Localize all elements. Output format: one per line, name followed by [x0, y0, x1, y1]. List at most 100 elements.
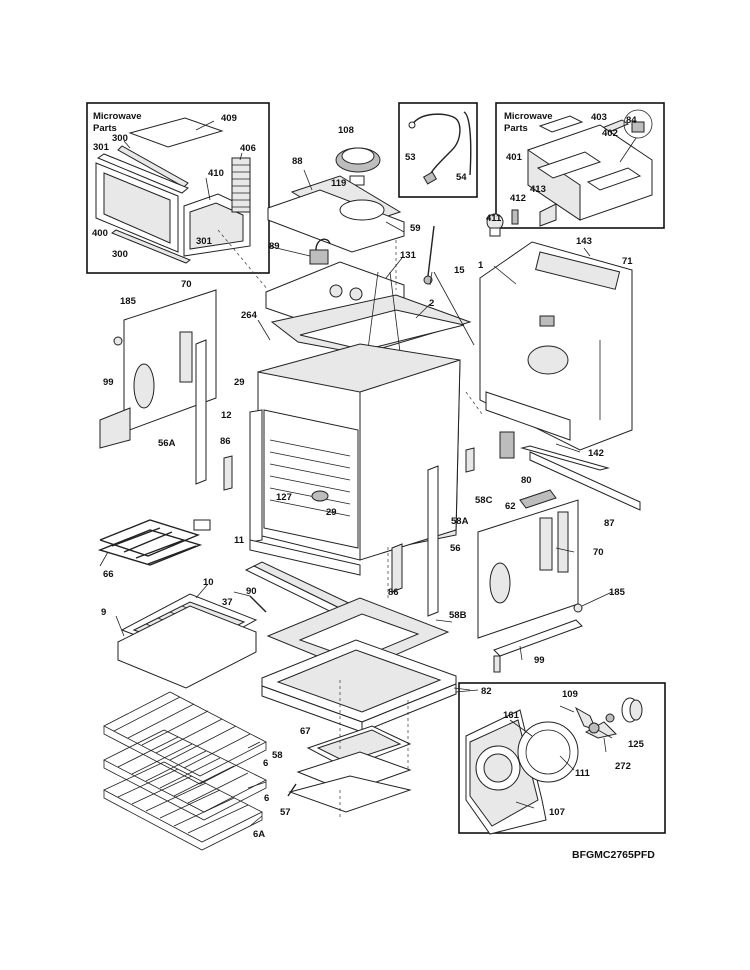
part-label-161: 161 [503, 710, 520, 721]
part-label-108: 108 [338, 125, 354, 136]
part-label-12: 12 [221, 410, 232, 421]
part-label-15: 15 [454, 265, 465, 276]
part-label-89: 89 [269, 241, 280, 252]
part-label-99-right: 99 [534, 655, 545, 666]
part-label-125: 125 [628, 739, 645, 750]
part-label-67: 67 [300, 726, 311, 737]
part-label-70-left: 70 [181, 279, 192, 290]
door-frame-strips [223, 455, 403, 593]
bottom-tray-parts [287, 725, 412, 813]
part-label-29-top: 29 [234, 377, 245, 388]
microwave-parts-caption-right-1: Microwave [504, 111, 553, 122]
part-label-10: 10 [203, 577, 214, 588]
microwave-parts-inset-left [86, 102, 270, 274]
part-label-185-left: 185 [120, 296, 137, 307]
broil-element [97, 519, 211, 566]
part-label-86-upper: 86 [220, 436, 231, 447]
oven-top-panel [265, 261, 472, 381]
part-label-272: 272 [615, 761, 631, 772]
part-label-53: 53 [405, 152, 416, 163]
part-label-403: 403 [591, 112, 607, 123]
convection-fan-parts [465, 697, 643, 835]
part-label-111: 111 [575, 768, 591, 779]
oven-rack-upper [103, 691, 267, 785]
microwave-parts-caption-left-1: Microwave [93, 111, 142, 122]
part-label-119: 119 [331, 178, 346, 189]
part-label-142: 142 [588, 448, 604, 459]
part-label-264: 264 [241, 310, 258, 321]
microwave-cabinet-parts [486, 109, 653, 237]
part-label-300-bottom: 300 [112, 249, 128, 260]
part-label-411: 411 [486, 213, 502, 224]
part-label-401: 401 [506, 152, 523, 163]
part-label-62: 62 [505, 501, 516, 512]
part-label-6A: 6A [253, 829, 265, 840]
leader-lines [99, 169, 613, 827]
part-label-300-top: 300 [112, 133, 128, 144]
part-label-86-lower: 86 [388, 587, 399, 598]
part-label-66: 66 [103, 569, 114, 580]
part-label-143: 143 [576, 236, 592, 247]
part-label-410: 410 [208, 168, 224, 179]
part-label-301-right: 301 [196, 236, 213, 247]
oven-rack-middle [103, 729, 267, 821]
part-label-59: 59 [410, 223, 421, 234]
right-brackets [427, 431, 641, 617]
part-label-29-bottom: 29 [326, 507, 337, 518]
part-label-107: 107 [549, 807, 565, 818]
part-label-88: 88 [292, 156, 303, 167]
oven-racks [103, 691, 267, 851]
part-label-131: 131 [400, 250, 417, 261]
right-side-panel [477, 499, 583, 673]
bottom-panel [261, 597, 479, 733]
part-label-185-right: 185 [609, 587, 626, 598]
part-label-54: 54 [456, 172, 467, 183]
sensor-probe-part [408, 111, 472, 185]
part-label-80: 80 [521, 475, 532, 486]
part-label-58C: 58C [475, 495, 493, 506]
part-label-413: 413 [530, 184, 546, 195]
microwave-grille-406 [231, 157, 251, 213]
part-label-6-middle: 6 [264, 793, 269, 804]
part-label-109: 109 [562, 689, 578, 700]
part-label-402: 402 [602, 128, 618, 139]
broiler-pan [117, 593, 267, 689]
microwave-parts-caption-right-2: Parts [504, 123, 528, 134]
part-label-90: 90 [246, 586, 257, 597]
back-panel [479, 241, 633, 451]
part-label-301-left: 301 [93, 142, 110, 153]
top-duct-assembly [267, 147, 435, 285]
microwave-door-parts [95, 117, 251, 264]
part-label-400: 400 [92, 228, 108, 239]
part-label-9: 9 [101, 607, 106, 618]
part-label-56: 56 [450, 543, 461, 554]
part-label-58: 58 [272, 750, 283, 761]
part-label-56A: 56A [158, 438, 176, 449]
part-label-70-right: 70 [593, 547, 604, 558]
microwave-parts-caption-left-2: Parts [93, 123, 117, 134]
part-label-99-left: 99 [103, 377, 114, 388]
microwave-parts-inset-right [495, 102, 665, 229]
part-number-labels: 409 300 301 406 410 400 301 300 108 88 1… [92, 112, 645, 840]
part-label-58B: 58B [449, 610, 467, 621]
part-label-58A: 58A [451, 516, 469, 527]
sensor-probe-inset [398, 102, 478, 198]
oven-rack-lower [103, 761, 263, 851]
part-label-84: 84 [626, 115, 637, 126]
part-label-127: 127 [276, 492, 292, 503]
part-label-37: 37 [222, 597, 233, 608]
part-label-87: 87 [604, 518, 615, 529]
part-label-71: 71 [622, 256, 633, 267]
part-label-409: 409 [221, 113, 237, 124]
assembly-dashed-lines [217, 229, 483, 820]
convection-fan-inset [458, 682, 666, 834]
part-label-6-upper: 6 [263, 758, 268, 769]
model-code: BFGMC2765PFD [572, 849, 655, 861]
part-label-2: 2 [429, 298, 434, 309]
part-label-82: 82 [481, 686, 492, 697]
part-label-1: 1 [478, 260, 484, 271]
part-label-11: 11 [234, 535, 245, 546]
part-label-406: 406 [240, 143, 256, 154]
part-label-57: 57 [280, 807, 291, 818]
